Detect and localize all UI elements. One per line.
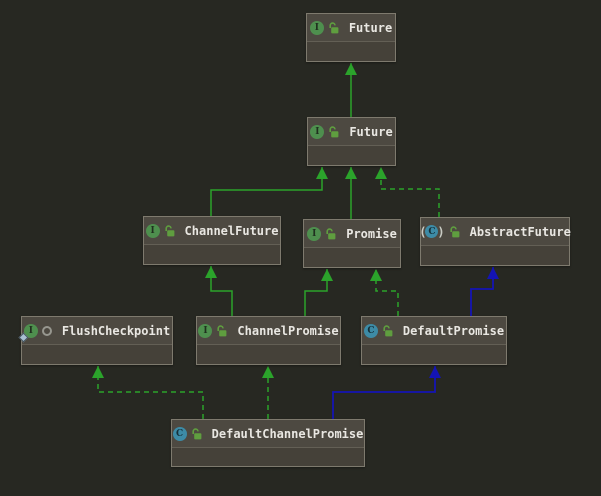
node-label: Future	[348, 20, 393, 35]
class-icon: C	[172, 426, 187, 441]
interface-icon: I	[309, 20, 324, 35]
unlocked-padlock-glyph	[326, 227, 336, 239]
uml-node-promise[interactable]: I Promise	[303, 219, 401, 268]
uml-node-default-channel-promise[interactable]: C DefaultChannelPromise	[171, 419, 365, 467]
package-private-icon	[41, 325, 52, 336]
inner-interface-icon: I	[18, 323, 38, 342]
node-body	[172, 448, 364, 466]
public-lock-icon	[328, 125, 339, 138]
interface-icon: I	[310, 124, 325, 139]
abstract-paren-left-icon: (	[419, 224, 427, 239]
node-header: I Future	[307, 14, 395, 42]
edge-default-promise-extends-abstract-future[interactable]	[470, 267, 499, 316]
unlocked-padlock-glyph	[217, 324, 227, 336]
edge-default-channel-promise-implements-flush-checkpoint[interactable]	[92, 366, 204, 419]
node-header: (C) AbstractFuture	[419, 218, 571, 246]
edge-default-channel-promise-extends-default-promise[interactable]	[332, 366, 441, 419]
unlocked-padlock-glyph	[164, 224, 174, 236]
node-header: I ChannelFuture	[144, 217, 280, 245]
node-label: AbstractFuture	[469, 224, 571, 239]
node-header: I Promise	[304, 220, 400, 248]
node-body	[308, 146, 395, 165]
node-body	[421, 246, 569, 265]
public-lock-icon	[164, 224, 175, 237]
node-header: I ChannelPromise	[197, 317, 340, 345]
node-body	[197, 345, 340, 364]
node-header: I FlushCheckpoint	[18, 317, 172, 345]
public-lock-icon	[449, 225, 460, 238]
abstract-class-icon: (C)	[419, 225, 444, 239]
class-icon-circle: C	[425, 225, 439, 238]
node-label: DefaultPromise	[402, 323, 505, 338]
node-label: Promise	[346, 226, 397, 241]
uml-node-channel-future[interactable]: I ChannelFuture	[143, 216, 281, 265]
public-lock-icon	[216, 324, 227, 337]
edge-abstract-future-implements-future[interactable]	[375, 167, 440, 217]
uml-node-future[interactable]: I Future	[307, 117, 396, 166]
public-lock-icon	[382, 324, 393, 337]
edge-channel-promise-extends-channel-future[interactable]	[205, 266, 233, 316]
node-header: C DefaultPromise	[362, 317, 506, 345]
node-body	[144, 245, 280, 264]
unlocked-padlock-glyph	[192, 427, 202, 439]
edge-default-promise-implements-promise[interactable]	[370, 269, 399, 316]
node-body	[307, 42, 395, 61]
class-icon: C	[363, 323, 378, 338]
interface-icon: I	[145, 223, 160, 238]
node-label: ChannelFuture	[184, 223, 279, 238]
public-lock-icon	[328, 21, 339, 34]
uml-node-abstract-future[interactable]: (C) AbstractFuture	[419, 217, 571, 266]
node-header: C DefaultChannelPromise	[172, 420, 364, 448]
unlocked-padlock-glyph	[450, 225, 460, 237]
package-private-circle	[41, 325, 52, 336]
uml-node-default-promise[interactable]: C DefaultPromise	[361, 316, 507, 365]
node-label: FlushCheckpoint	[61, 323, 171, 338]
node-body	[362, 345, 506, 364]
public-lock-icon	[325, 227, 336, 240]
unlocked-padlock-glyph	[329, 21, 339, 33]
uml-node-flush-checkpoint[interactable]: I FlushCheckpoint	[18, 316, 173, 365]
public-lock-icon	[191, 427, 202, 440]
unlocked-padlock-glyph	[383, 324, 393, 336]
node-label: DefaultChannelPromise	[211, 426, 364, 441]
node-label: ChannelPromise	[237, 323, 339, 338]
interface-icon: I	[198, 323, 213, 338]
node-header: I Future	[308, 118, 395, 146]
edge-channel-promise-extends-promise[interactable]	[304, 269, 333, 316]
abstract-paren-right-icon: )	[437, 224, 445, 239]
uml-node-future-top[interactable]: I Future	[306, 13, 396, 62]
node-body	[304, 248, 400, 267]
node-label: Future	[349, 124, 393, 139]
edge-channel-future-extends-future[interactable]	[210, 167, 328, 216]
uml-node-channel-promise[interactable]: I ChannelPromise	[196, 316, 341, 365]
interface-icon: I	[307, 226, 322, 241]
unlocked-padlock-glyph	[329, 125, 339, 137]
node-body	[22, 345, 172, 364]
